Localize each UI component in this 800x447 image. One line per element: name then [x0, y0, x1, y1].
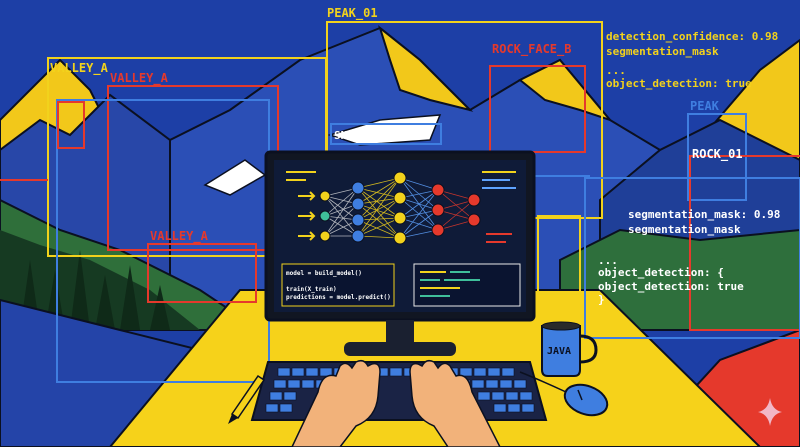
left-hand	[291, 359, 381, 447]
annotation-mid-0: segmentation_mask: 0.98	[628, 208, 780, 221]
right-hand	[409, 359, 501, 447]
code-line-0: model = build_model()	[286, 270, 362, 277]
annotation-mid-1: segmentation_mask	[628, 223, 741, 236]
box-snow-patch	[330, 123, 442, 145]
screen-text-dashes	[286, 171, 516, 243]
keyboard	[250, 361, 548, 421]
coffee-mug	[541, 321, 598, 377]
output-panel	[413, 263, 521, 307]
rock-face-b	[518, 58, 614, 123]
box-right-mid	[537, 215, 581, 295]
annotation-low-2: object_detection: true	[598, 280, 744, 293]
monitor-stand-neck	[386, 320, 414, 344]
code-line-1: train(X_train)	[286, 286, 337, 293]
label-valley-a-lower: VALLEY_A	[150, 229, 209, 244]
network-nodes	[319, 171, 481, 245]
sparkle-icon	[758, 398, 782, 426]
box-rock-face-b	[489, 65, 586, 153]
annotation-top-2: ...	[606, 64, 626, 77]
box-rock-01	[689, 155, 800, 331]
label-valley-a-inner: VALLEY_A	[110, 71, 169, 86]
hands	[291, 359, 501, 447]
peak-01-face	[378, 25, 474, 112]
annotation-top-0: detection_confidence: 0.98	[606, 30, 778, 43]
annotation-top-3: object_detection: true	[606, 77, 752, 90]
monitor-stand-base	[344, 342, 456, 356]
box-valley-a-lower	[147, 243, 257, 303]
mug-label: JAVA	[547, 346, 571, 357]
mouse	[519, 371, 609, 417]
annotation-low-1: object_detection: {	[598, 266, 724, 279]
box-right-large	[584, 177, 800, 339]
label-valley-a-outer: VALLEY_A	[50, 61, 109, 76]
code-line-2: predictions = model.predict()	[286, 294, 391, 301]
label-peak: PEAK	[690, 99, 720, 113]
annotation-low-3: }	[598, 293, 605, 306]
screen-input-arrows	[298, 191, 316, 241]
label-peak-01: PEAK_01	[327, 6, 378, 21]
box-left-small	[57, 101, 85, 149]
pencil	[228, 374, 266, 424]
annotation-low-0: ...	[598, 254, 618, 267]
label-rock-face-b: ROCK_FACE_B	[492, 42, 571, 57]
label-snow-patch: SNOW_PATCH	[334, 129, 400, 142]
annotation-top-1: segmentation_mask	[606, 45, 719, 58]
code-panel	[281, 263, 395, 307]
label-rock-01: ROCK_01	[692, 147, 743, 162]
output-panel-lines	[420, 271, 480, 297]
